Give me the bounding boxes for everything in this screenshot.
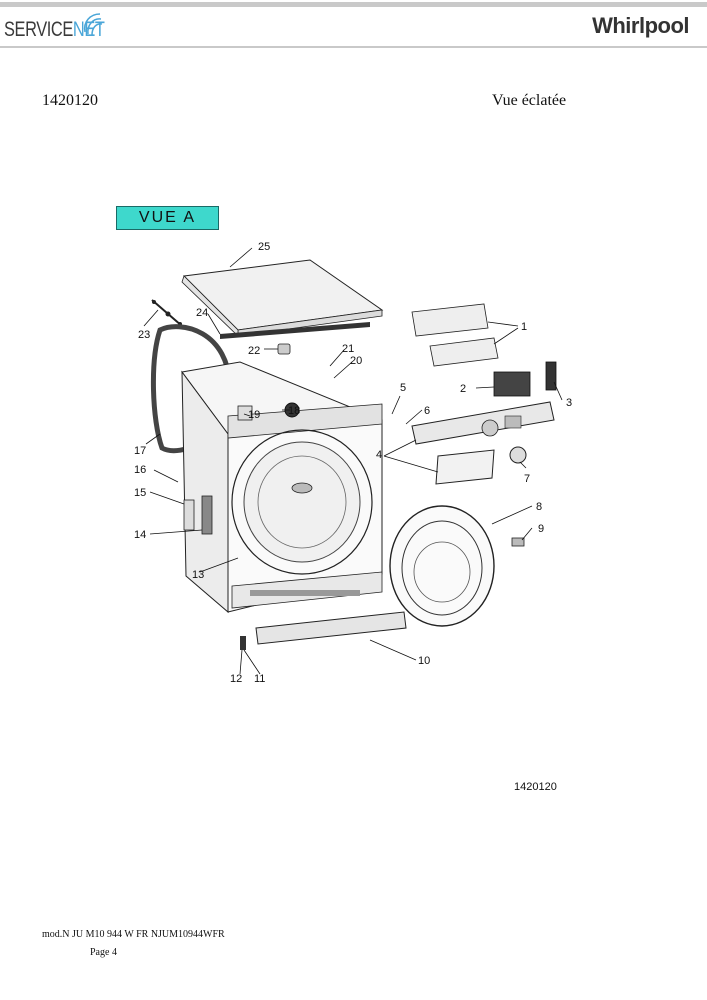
callout-5: 5 <box>400 382 406 394</box>
callout-6: 6 <box>424 405 430 417</box>
callout-10: 10 <box>418 655 430 667</box>
buttons-3-part <box>545 361 557 391</box>
callout-labels: 25 1 2 3 4 5 6 7 8 9 10 11 12 13 14 15 1… <box>134 241 572 685</box>
door-part <box>389 505 495 627</box>
header-top-rule <box>0 2 707 7</box>
callout-19: 19 <box>248 409 260 421</box>
callout-25: 25 <box>258 241 270 253</box>
detergent-drawer-part <box>435 449 495 485</box>
kick-plate-part <box>255 611 407 645</box>
document-title: Vue éclatée <box>492 92 567 109</box>
door-handle-part <box>511 537 525 547</box>
callout-3: 3 <box>566 397 572 409</box>
rear-strip-part <box>220 322 370 339</box>
callout-15: 15 <box>134 487 146 499</box>
top-lid-part <box>181 259 384 337</box>
document-number: 1420120 <box>42 92 98 109</box>
callout-9: 9 <box>538 523 544 535</box>
buttons-2-part <box>493 371 531 397</box>
figure-number: 1420120 <box>514 781 557 793</box>
page-number: Page 4 <box>90 947 117 958</box>
callout-2: 2 <box>460 383 466 395</box>
servicenet-swirl-icon <box>83 13 103 36</box>
header-bottom-rule <box>0 46 707 48</box>
callout-11: 11 <box>254 673 265 685</box>
callout-23: 23 <box>138 329 150 341</box>
callout-16: 16 <box>134 464 146 476</box>
control-panel-part <box>411 401 555 445</box>
callout-7: 7 <box>524 473 530 485</box>
servicenet-logo: SERVICENET <box>4 18 105 41</box>
callout-18: 18 <box>288 405 300 417</box>
model-reference: mod.N JU M10 944 W FR NJUM10944WFR <box>42 929 225 940</box>
foot-part <box>240 636 246 650</box>
callout-4: 4 <box>376 449 382 461</box>
dispenser-box-part <box>237 405 253 421</box>
callout-8: 8 <box>536 501 542 513</box>
knob-22-part <box>277 343 291 355</box>
callout-1: 1 <box>521 321 527 333</box>
hinge-bracket-part <box>183 499 195 531</box>
dial-knob-part <box>509 446 527 464</box>
callout-17: 17 <box>134 445 146 457</box>
page-header: SERVICENET Whirlpool <box>0 0 707 50</box>
view-label: VUE A <box>116 206 219 230</box>
hose-part <box>151 299 183 327</box>
leader-lines <box>143 247 563 675</box>
callout-14: 14 <box>134 529 146 541</box>
door-hinge-part <box>201 495 213 535</box>
callout-22: 22 <box>248 345 260 357</box>
callout-13: 13 <box>192 569 204 581</box>
control-boards-part <box>411 303 499 367</box>
callout-21: 21 <box>342 343 354 355</box>
callout-12: 12 <box>230 673 242 685</box>
exploded-view-diagram: 25 1 2 3 4 5 6 7 8 9 10 11 12 13 14 15 1… <box>134 241 572 685</box>
callout-20: 20 <box>350 355 362 367</box>
callout-24: 24 <box>196 307 208 319</box>
cabinet-body-part <box>181 361 383 614</box>
whirlpool-logo: Whirlpool <box>592 13 689 38</box>
